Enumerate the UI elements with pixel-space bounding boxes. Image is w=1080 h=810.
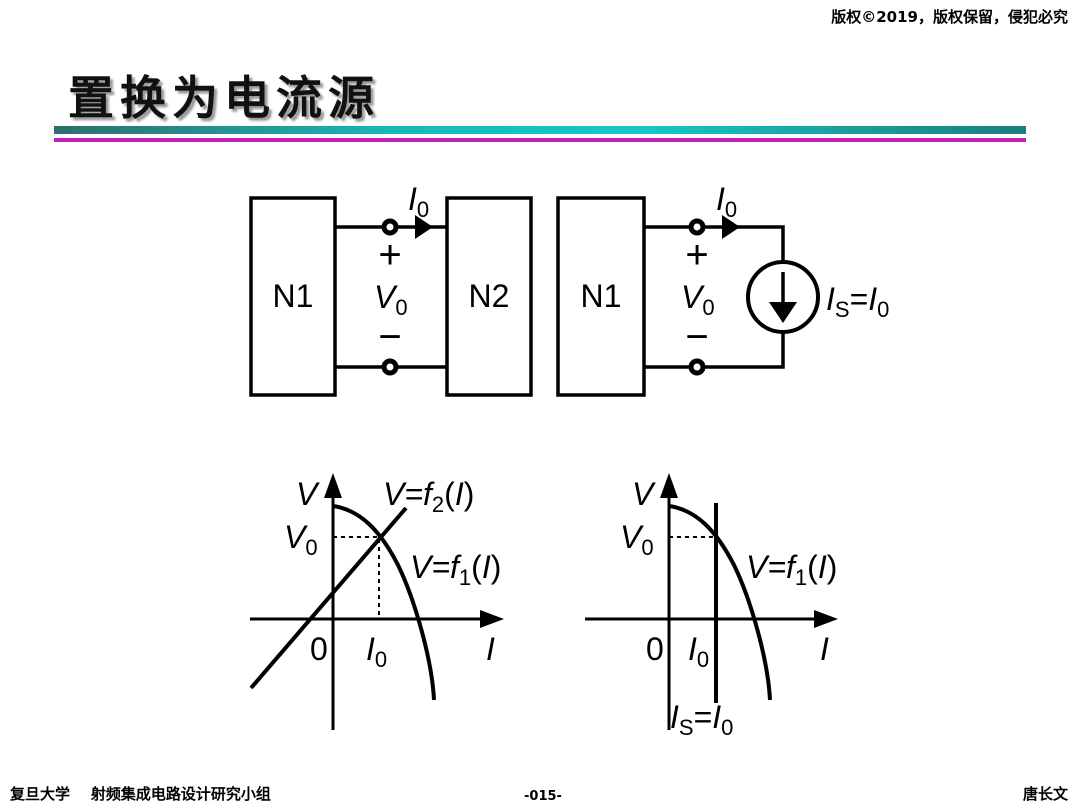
f2-prefix: V= <box>383 476 423 512</box>
curve-f1-right <box>668 504 772 701</box>
copyright-notice: 版权©2019，版权保留，侵犯必究 <box>831 8 1068 26</box>
i0-symbol: I <box>366 631 375 667</box>
source-subscript: S <box>835 297 850 322</box>
label-f1-left: V=f1(I) <box>410 549 501 590</box>
current-arrow-right <box>722 215 740 239</box>
voltage-symbol: V <box>374 279 398 315</box>
voltage-subscript: 0 <box>395 295 407 320</box>
label-current-i0-left: I0 <box>408 181 429 222</box>
f1-arg: I <box>818 549 827 585</box>
minus-sign-left: − <box>378 315 401 359</box>
label-is-equals-i0-graph: IS=I0 <box>670 699 733 740</box>
label-n1-left: N1 <box>273 278 314 314</box>
title-underline-teal <box>54 126 1026 134</box>
top-wire-right <box>644 225 785 262</box>
label-v0-left-graph: V0 <box>284 519 318 560</box>
x-axis-arrowhead-right <box>814 610 838 628</box>
curve-f1-left <box>332 504 436 701</box>
block-n1-left <box>249 196 337 397</box>
bottom-wire-right <box>644 332 785 369</box>
graph-right <box>585 473 838 730</box>
i0-subscript: 0 <box>375 647 387 672</box>
is-subscript: S <box>679 715 694 740</box>
i0-subscript: 0 <box>697 647 709 672</box>
plus-sign-left: + <box>378 233 401 277</box>
block-n2 <box>445 196 533 397</box>
x-axis-label-right: I <box>820 631 829 667</box>
current-symbol: I <box>408 181 417 217</box>
f2-open-paren: ( <box>444 476 455 512</box>
f1-prefix: V= <box>746 549 786 585</box>
f1-close-paren: ) <box>491 549 502 585</box>
source-symbol: I <box>826 281 835 317</box>
port-terminal-top-left <box>381 218 399 236</box>
footer-affiliation: 复旦大学 射频集成电路设计研究小组 <box>10 785 271 803</box>
x-axis-arrowhead-left <box>480 610 504 628</box>
graph-left <box>249 473 504 730</box>
f1-open-paren: ( <box>807 549 818 585</box>
plus-sign-right: + <box>685 233 708 277</box>
port-terminal-top-right <box>688 218 706 236</box>
i0-symbol: I <box>688 631 697 667</box>
current-source-circle <box>746 260 820 334</box>
page-title: 置换为电流源 <box>68 71 380 125</box>
f2-close-paren: ) <box>464 476 475 512</box>
circuit-left <box>249 196 533 397</box>
footer-author: 唐长文 <box>1022 785 1068 803</box>
label-f2: V=f2(I) <box>383 476 474 517</box>
footer-page-number: -015- <box>524 789 562 804</box>
f2-arg: I <box>455 476 464 512</box>
label-i0-right-graph: I0 <box>688 631 709 672</box>
current-subscript: 0 <box>417 197 429 222</box>
label-voltage-v0-left: V0 <box>374 279 408 320</box>
label-v0-right-graph: V0 <box>620 519 654 560</box>
y-axis-label-right: V <box>632 476 656 512</box>
rhs-subscript: 0 <box>877 297 889 322</box>
f1-arg: I <box>482 549 491 585</box>
origin-label-left: 0 <box>310 631 328 667</box>
current-subscript: 0 <box>725 197 737 222</box>
v0-subscript: 0 <box>641 535 653 560</box>
rhs-subscript: 0 <box>721 715 733 740</box>
is-symbol: I <box>670 699 679 735</box>
block-n1-right <box>556 196 646 397</box>
f1-close-paren: ) <box>827 549 838 585</box>
label-current-i0-right: I0 <box>716 181 737 222</box>
equals-sign: = <box>694 699 713 735</box>
current-source-arrowhead <box>769 302 797 323</box>
label-n1-right: N1 <box>581 278 622 314</box>
v0-symbol: V <box>284 519 308 555</box>
y-axis-arrowhead-left <box>324 473 342 498</box>
label-voltage-v0-right: V0 <box>681 279 715 320</box>
rhs-symbol: I <box>868 281 877 317</box>
label-n2: N2 <box>469 278 510 314</box>
f1-subscript: 1 <box>459 565 471 590</box>
title-underline-magenta <box>54 138 1026 142</box>
port-terminal-bottom-left <box>381 358 399 376</box>
label-i0-left-graph: I0 <box>366 631 387 672</box>
rhs-symbol: I <box>712 699 721 735</box>
voltage-symbol: V <box>681 279 705 315</box>
v0-subscript: 0 <box>305 535 317 560</box>
current-symbol: I <box>716 181 725 217</box>
y-axis-arrowhead-right <box>660 473 678 498</box>
label-f1-right: V=f1(I) <box>746 549 837 590</box>
circuit-right <box>556 196 820 397</box>
x-axis-label-left: I <box>486 631 495 667</box>
v0-symbol: V <box>620 519 644 555</box>
minus-sign-right: − <box>685 315 708 359</box>
label-source-is-equals-i0: IS=I0 <box>826 281 889 322</box>
f2-subscript: 2 <box>432 492 444 517</box>
f1-subscript: 1 <box>795 565 807 590</box>
voltage-subscript: 0 <box>702 295 714 320</box>
f1-open-paren: ( <box>471 549 482 585</box>
port-terminal-bottom-right <box>688 358 706 376</box>
y-axis-label-left: V <box>296 476 320 512</box>
f1-prefix: V= <box>410 549 450 585</box>
origin-label-right: 0 <box>646 631 664 667</box>
current-arrow-left <box>415 215 433 239</box>
equals-sign: = <box>850 281 869 317</box>
